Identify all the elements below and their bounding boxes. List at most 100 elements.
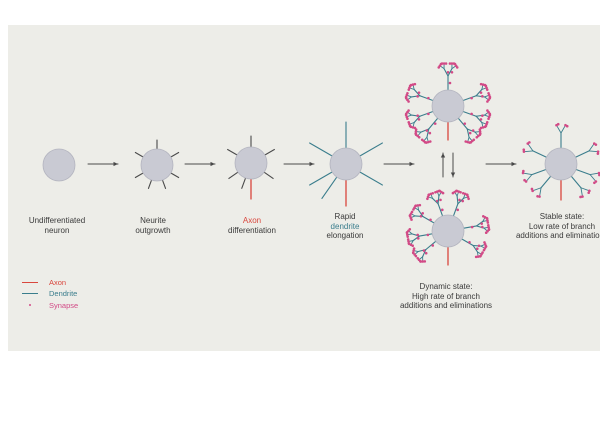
- synapse-dot: [411, 251, 415, 254]
- dendrite-branch: [452, 203, 459, 217]
- soma: [544, 147, 578, 181]
- synapse-dot: [481, 114, 484, 117]
- dendrite-branch: [589, 172, 600, 176]
- synapse-dot: [423, 141, 427, 144]
- dendrite-branch: [437, 203, 444, 217]
- dendrite-branch: [588, 143, 595, 152]
- dendrite-branch: [589, 174, 597, 182]
- synapse-dot: [409, 83, 413, 87]
- dendrite-branch: [588, 150, 599, 153]
- dendrite-branch: [425, 240, 437, 251]
- synapse-dot: [433, 122, 437, 125]
- synapse-dot: [407, 109, 410, 112]
- stage-label-line: Stable state:: [539, 212, 585, 221]
- synapse-dot: [484, 245, 488, 248]
- dendrite-branch: [531, 168, 547, 176]
- synapse-dot: [416, 204, 420, 207]
- arrow-head: [409, 161, 414, 167]
- dendrite-branch: [412, 235, 420, 242]
- dendrite-branch: [447, 68, 453, 77]
- stage-label-line: Undifferentiated: [28, 216, 86, 225]
- dendrite-branch: [437, 195, 440, 205]
- synapse-dot: [407, 100, 410, 103]
- synapse-dot: [486, 109, 489, 112]
- synapse-dot: [478, 128, 482, 131]
- synapse-dot: [479, 118, 483, 121]
- dendrite-branch: [560, 124, 566, 134]
- stage-label-line: additions and eliminations: [515, 231, 600, 240]
- synapse-dot: [406, 235, 409, 238]
- synapse-dot: [481, 95, 484, 98]
- neurite: [170, 151, 180, 158]
- synapse-dot: [426, 233, 430, 237]
- synapse-dot: [581, 195, 584, 198]
- synapse-dot: [485, 217, 489, 220]
- synapse-dot: [416, 233, 419, 237]
- arrow-head: [113, 161, 118, 167]
- synapse-dot: [487, 226, 490, 229]
- synapse-dot: [425, 129, 429, 132]
- synapse-dot: [453, 62, 457, 66]
- synapse-dot: [528, 141, 531, 144]
- soma: [329, 147, 363, 181]
- dendrite-branch: [463, 225, 478, 229]
- synapse-dot: [482, 248, 486, 252]
- synapse-dot: [476, 255, 480, 258]
- synapse-dot: [421, 260, 425, 263]
- synapse-dot: [406, 117, 409, 120]
- synapse-dot: [427, 193, 431, 196]
- synapse-dot: [488, 113, 492, 117]
- synapse-dot: [486, 221, 490, 224]
- synapse-dot: [434, 190, 437, 194]
- synapse-dot: [587, 191, 590, 195]
- stage-label-line: Low rate of branch: [528, 221, 596, 231]
- stage-label-line: neuron: [44, 225, 70, 235]
- synapse-dot: [417, 135, 421, 139]
- legend-dendrite-swatch: [22, 293, 38, 294]
- synapse-dot: [521, 171, 525, 175]
- synapse-dot: [418, 203, 422, 207]
- synapse-dot: [455, 189, 459, 193]
- synapse-dot: [472, 138, 476, 142]
- synapse-dot: [470, 112, 473, 116]
- synapse-dot: [455, 66, 459, 69]
- arrow-head: [440, 153, 446, 158]
- synapse-dot: [538, 195, 541, 198]
- synapse-dot: [408, 214, 412, 217]
- dendrite-branch: [575, 168, 591, 176]
- synapse-dot: [484, 84, 488, 88]
- synapse-dot: [470, 96, 473, 100]
- dendrite-branch: [580, 187, 590, 192]
- synapse-dot: [412, 249, 415, 252]
- synapse-dot: [408, 124, 412, 128]
- stage-label-line: Neurite: [140, 216, 166, 225]
- synapse-dot: [440, 62, 444, 65]
- synapse-dot: [416, 256, 420, 260]
- dendrite-branch: [475, 115, 483, 124]
- neurite: [134, 151, 144, 158]
- dendrite-branch: [476, 220, 484, 227]
- dendrite-branch: [413, 88, 421, 97]
- legend-synapse-swatch: [29, 304, 31, 306]
- synapse-dot: [487, 92, 490, 95]
- neurite: [147, 179, 153, 190]
- synapse-dot: [444, 62, 448, 65]
- dendrite-branch: [413, 115, 421, 124]
- dendrite-branch: [556, 124, 562, 134]
- synapse-dot: [461, 191, 465, 195]
- synapse-dot: [417, 91, 421, 94]
- stage-label-line: additions and eliminations: [399, 301, 493, 310]
- stage-label-line: Axon: [242, 216, 262, 225]
- legend-axon-swatch: [22, 282, 38, 283]
- synapse-dot: [466, 193, 469, 197]
- diagram-panel: [8, 25, 600, 351]
- dendrite-branch: [523, 150, 534, 153]
- synapse-dot: [536, 194, 539, 198]
- synapse-dot: [413, 126, 417, 130]
- synapse-dot: [441, 191, 445, 195]
- synapse-dot: [407, 242, 411, 245]
- synapse-dot: [450, 70, 454, 74]
- synapse-dot: [419, 260, 422, 263]
